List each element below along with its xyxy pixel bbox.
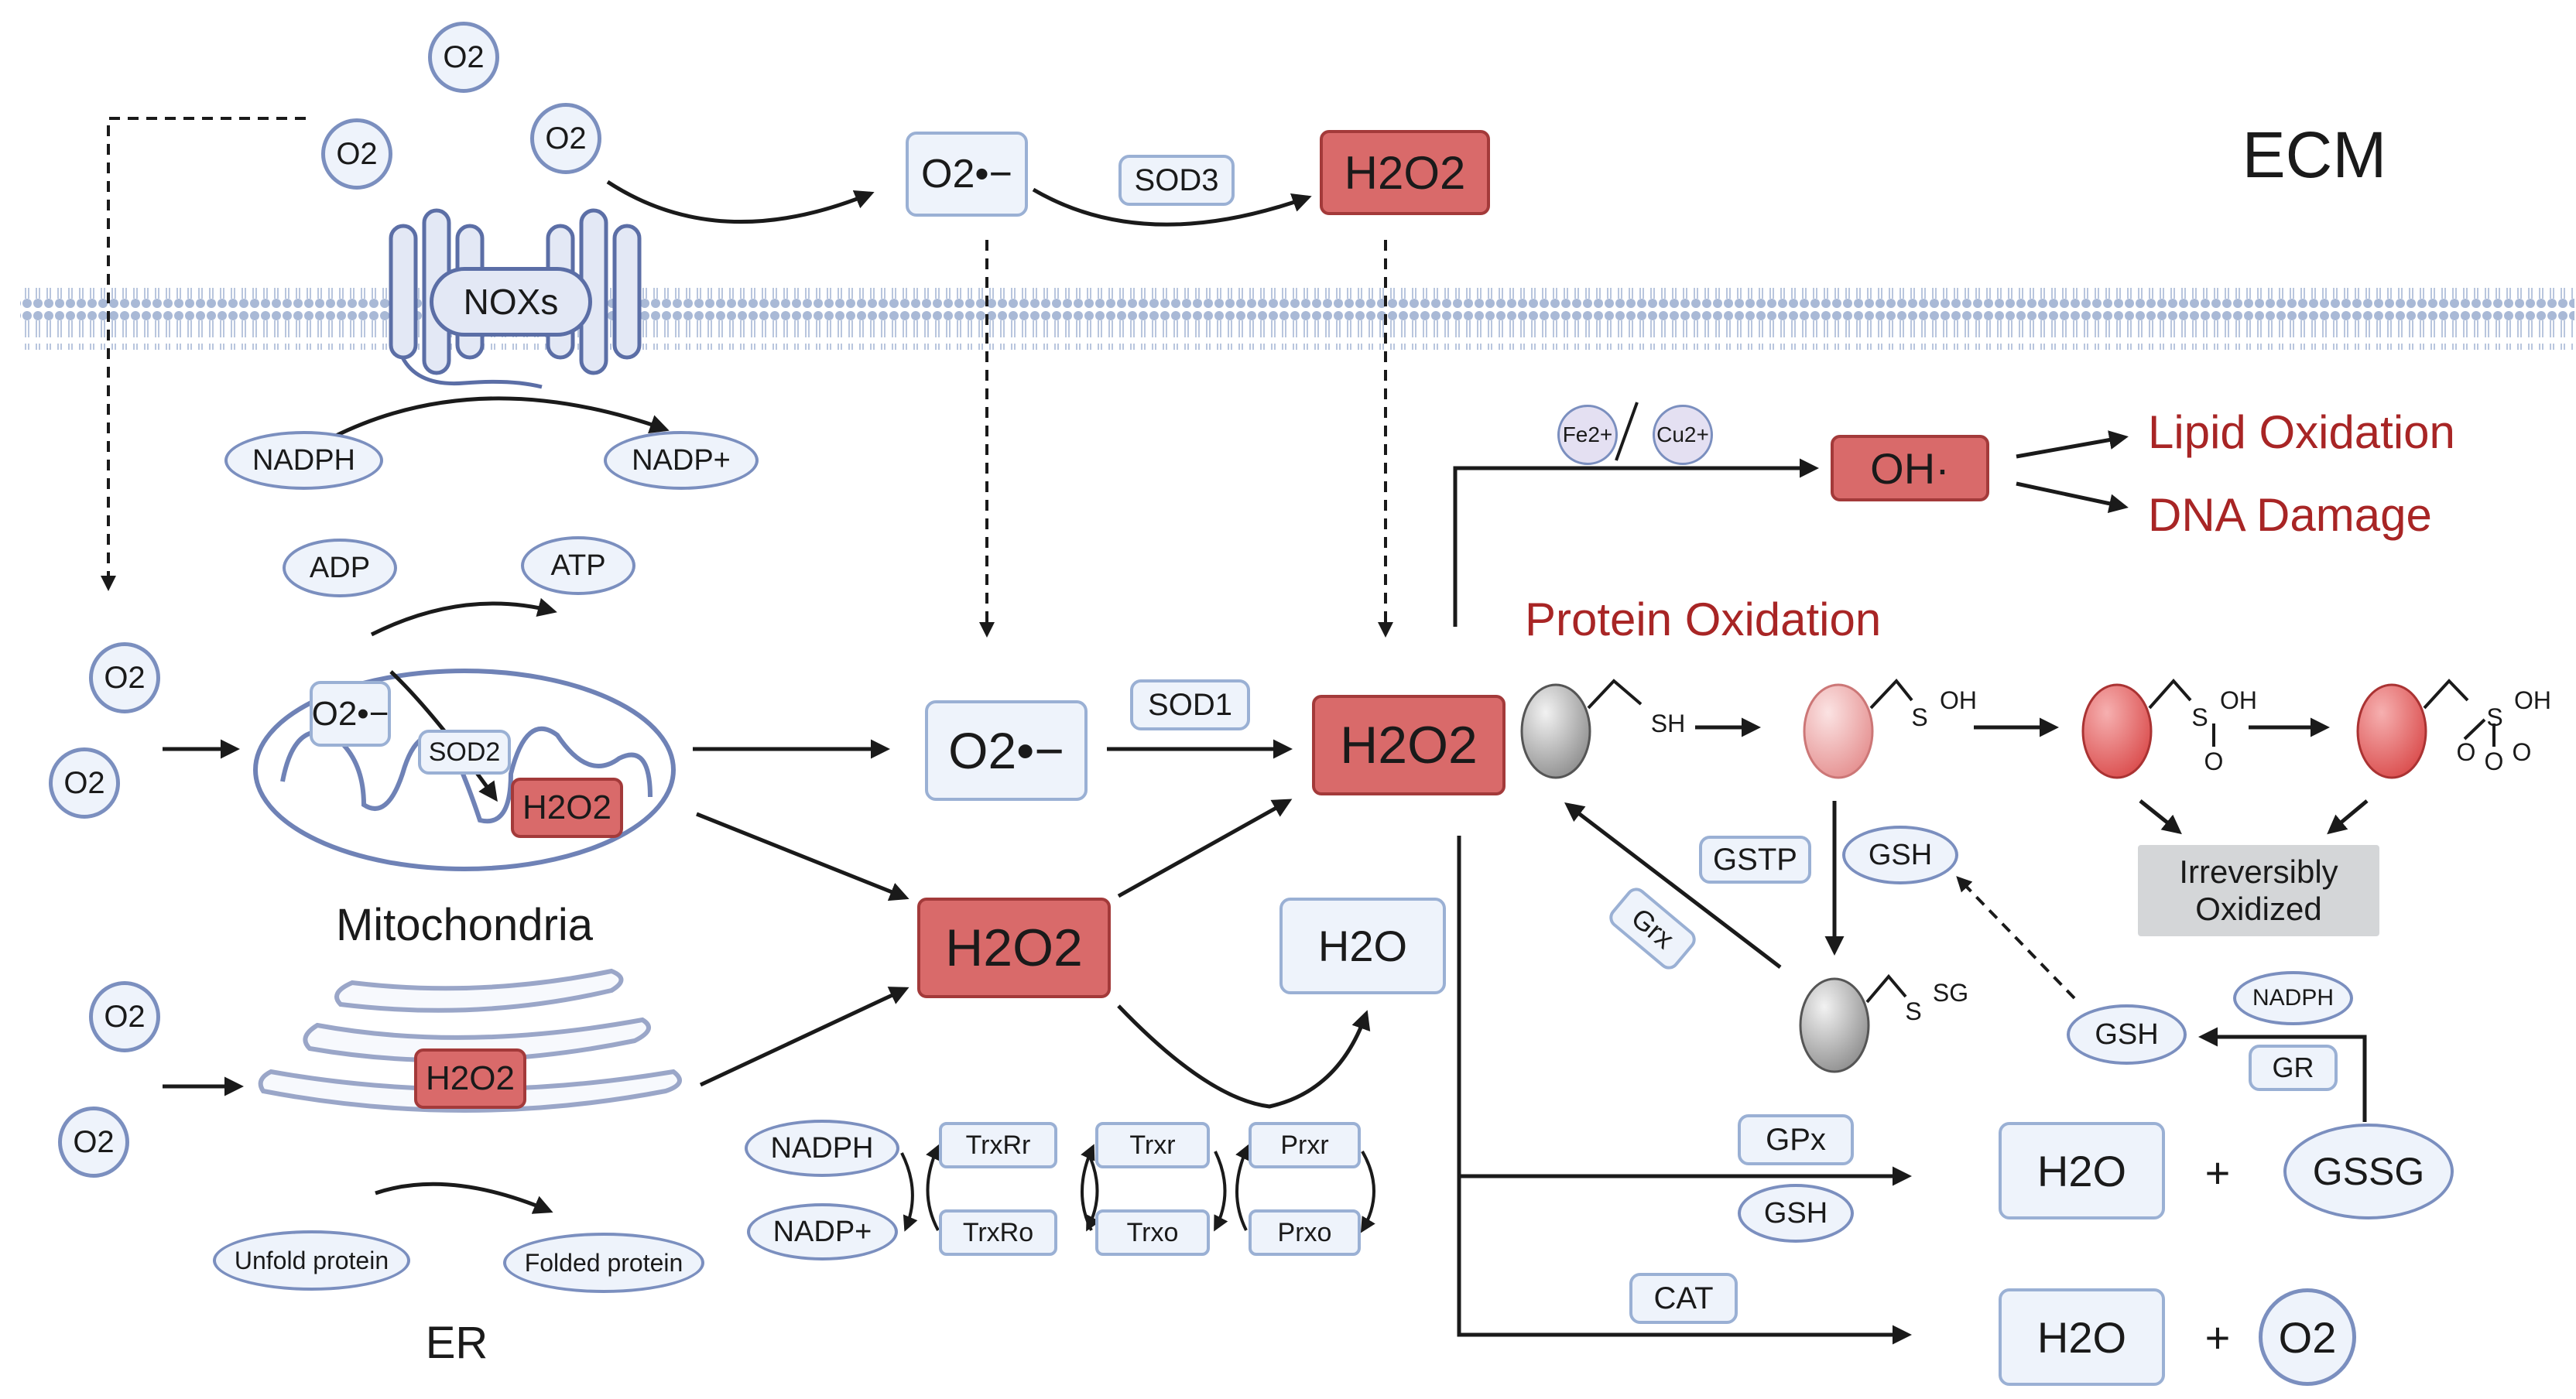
h2o2-extracellular: H2O2	[1320, 130, 1490, 215]
mitochondria-label: Mitochondria	[335, 899, 594, 950]
gsh-molecule: GSH	[1842, 826, 1958, 884]
irreversibly-oxidized-box: Irreversibly Oxidized	[2138, 845, 2379, 936]
trx-oxidized: Trxo	[1095, 1209, 1210, 1256]
h2o2-cytosol-central: H2O2	[1312, 695, 1506, 795]
h2o-cat-product: H2O	[1999, 1288, 2165, 1386]
o2-molecule: O2	[89, 642, 160, 713]
prx-reduced: Prxr	[1249, 1122, 1361, 1168]
copper-ion: Cu2+	[1653, 405, 1713, 465]
adp-molecule: ADP	[283, 539, 397, 597]
iron-ion: Fe2+	[1557, 405, 1618, 465]
nadp-trx: NADP+	[747, 1203, 898, 1260]
thiol-group: SH	[1650, 709, 1686, 737]
oxygen-atom: O	[2204, 747, 2224, 775]
superoxide-mito: O2•−	[310, 681, 391, 747]
h2o-gpx-product: H2O	[1999, 1122, 2165, 1219]
hydroxyl-group: OH	[2514, 686, 2551, 714]
glutathione-group: SG	[1932, 978, 1969, 1007]
sod1-enzyme: SOD1	[1130, 679, 1250, 730]
sod3-enzyme: SOD3	[1118, 155, 1235, 206]
folded-protein: Folded protein	[503, 1233, 704, 1293]
sulfur-atom: S	[1911, 703, 1928, 731]
protein-sulfinic	[2081, 683, 2153, 779]
trxr-reduced: TrxRr	[939, 1122, 1057, 1168]
nadph-gr: NADPH	[2233, 971, 2353, 1025]
plus-sign: +	[2204, 1312, 2231, 1362]
superoxide-cytosol: O2•−	[925, 700, 1088, 801]
o2-molecule: O2	[321, 118, 392, 190]
h2o2-er: H2O2	[414, 1048, 526, 1109]
gssg-molecule: GSSG	[2283, 1124, 2454, 1219]
protein-glutathionylated	[1799, 977, 1870, 1073]
protein-reduced	[1520, 683, 1591, 779]
sulfur-atom: S	[1905, 997, 1922, 1025]
dna-damage-label: DNA Damage	[2148, 488, 2432, 541]
lipid-oxidation-label: Lipid Oxidation	[2148, 405, 2455, 458]
superoxide-extracellular: O2•−	[906, 132, 1028, 217]
protein-sulfonic	[2356, 683, 2427, 779]
sod2-enzyme: SOD2	[418, 730, 511, 775]
trxr-oxidized: TrxRo	[939, 1209, 1057, 1256]
hydroxyl-group: OH	[1940, 686, 1977, 714]
nadph-cofactor: NADPH	[224, 431, 383, 490]
hydroxyl-group: OH	[2220, 686, 2257, 714]
sulfur-atom: S	[2486, 703, 2503, 731]
o2-molecule: O2	[58, 1107, 129, 1178]
er-label: ER	[425, 1317, 488, 1368]
ecm-label: ECM	[2242, 118, 2387, 191]
o2-molecule: O2	[89, 981, 160, 1052]
o2-molecule: O2	[530, 103, 601, 174]
oxygen-atom: O	[2484, 747, 2504, 775]
gsh-gpx: GSH	[1738, 1184, 1854, 1243]
nadph-trx: NADPH	[745, 1120, 899, 1177]
nadp-cofactor: NADP+	[604, 431, 759, 490]
protein-oxidation-label: Protein Oxidation	[1525, 593, 1882, 645]
gsh-recycled: GSH	[2067, 1004, 2187, 1065]
trx-reduced: Trxr	[1095, 1122, 1210, 1168]
o2-molecule: O2	[428, 22, 499, 93]
gr-enzyme: GR	[2249, 1045, 2338, 1091]
unfold-protein: Unfold protein	[213, 1230, 410, 1291]
h2o2-mito: H2O2	[511, 778, 623, 838]
hydroxyl-radical: OH·	[1831, 435, 1989, 501]
h2o-thioredoxin-product: H2O	[1279, 898, 1446, 994]
gpx-enzyme: GPx	[1738, 1114, 1854, 1165]
prx-oxidized: Prxo	[1249, 1209, 1361, 1256]
o2-product: O2	[2259, 1288, 2356, 1386]
h2o2-cytosol-pool: H2O2	[917, 898, 1111, 998]
protein-sulfenic	[1803, 683, 1874, 779]
atp-molecule: ATP	[521, 536, 635, 595]
gstp-enzyme: GSTP	[1699, 836, 1811, 884]
o2-molecule: O2	[49, 747, 120, 819]
cat-enzyme: CAT	[1629, 1273, 1738, 1324]
plus-sign: +	[2204, 1148, 2231, 1197]
oxygen-atom: O	[2512, 737, 2532, 766]
sulfur-atom: S	[2191, 703, 2208, 731]
oxygen-atom: O	[2456, 737, 2476, 766]
nox-label: NOXs	[430, 267, 592, 337]
